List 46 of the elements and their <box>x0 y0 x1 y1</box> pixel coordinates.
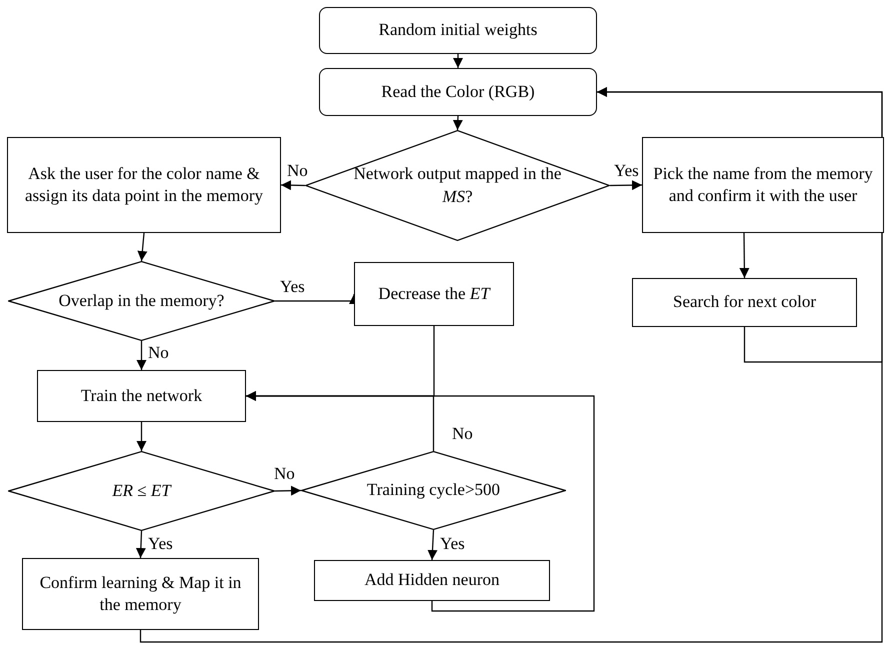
arrow <box>280 180 306 190</box>
arrow <box>246 391 595 612</box>
arrow <box>136 530 146 558</box>
edge-label: Yes <box>148 535 173 552</box>
arrow <box>739 233 750 278</box>
process-box <box>319 7 597 54</box>
process-box <box>37 370 246 422</box>
edge-label: No <box>274 465 295 482</box>
arrow <box>137 232 148 262</box>
process-box <box>632 278 857 327</box>
node-text: Network output mapped in the MS? <box>352 163 562 208</box>
node-text: Search for next color <box>672 291 818 314</box>
node-text: ER ≤ ET <box>111 480 173 502</box>
arrow <box>428 530 438 560</box>
process-box <box>319 68 597 116</box>
arrow <box>136 341 146 370</box>
node-text: Random initial weights <box>378 19 538 42</box>
process-box <box>642 137 884 233</box>
arrow <box>610 180 642 190</box>
decision-diamond <box>8 261 275 341</box>
node-text: Read the Color (RGB) <box>380 80 536 103</box>
node-text: Training cycle>500 <box>366 479 502 502</box>
node-text: Add Hidden neuron <box>363 569 501 592</box>
edge-label: No <box>452 425 473 442</box>
arrow <box>453 54 463 68</box>
decision-diamond <box>8 451 275 531</box>
arrow <box>274 486 302 496</box>
arrow <box>452 116 463 130</box>
node-text: Train the network <box>80 384 204 407</box>
edge-label: Yes <box>280 278 305 295</box>
node-text: Decrease the ET <box>377 282 492 305</box>
node-text: Overlap in the memory? <box>58 290 226 312</box>
edge-label: No <box>287 162 308 179</box>
node-text: Pick the name from the memory and confirm it with the user <box>652 162 874 207</box>
arrow <box>140 87 883 643</box>
process-box <box>22 558 259 630</box>
edge-label: Yes <box>440 535 465 552</box>
arrow <box>136 422 146 451</box>
node-text: Confirm learning & Map it in the memory <box>38 572 242 616</box>
process-box <box>314 560 550 601</box>
edge-label: No <box>148 344 169 361</box>
decision-diamond <box>301 451 566 530</box>
process-box <box>7 137 281 233</box>
edge-label: Yes <box>614 162 639 179</box>
process-box <box>354 262 514 326</box>
node-text: Ask the user for the color name & assign its data point in the memory <box>24 162 264 207</box>
